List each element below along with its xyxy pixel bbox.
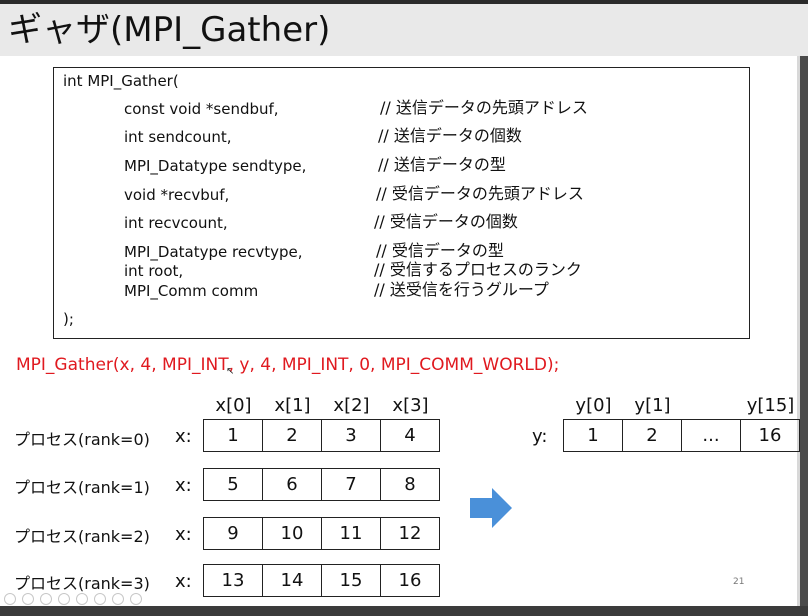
param-comment: // 受信データの型 <box>376 241 504 260</box>
param-comment: // 送信データの型 <box>378 155 506 174</box>
array-label: y: <box>532 426 548 447</box>
param-comment: // 送信データの個数 <box>378 126 522 145</box>
slideshow-control[interactable] <box>76 593 88 605</box>
index-label: x[2] <box>333 395 370 416</box>
send-index-header: x[0] x[1] x[2] x[3] <box>204 395 440 416</box>
slide-title: ギャザ(MPI_Gather) <box>8 10 331 50</box>
param-comment: // 送信データの先頭アドレス <box>380 98 588 117</box>
param-decl: MPI_Datatype sendtype, <box>124 157 307 175</box>
slideshow-control[interactable] <box>112 593 124 605</box>
code-opening: int MPI_Gather( <box>63 72 179 90</box>
slideshow-control[interactable] <box>4 593 16 605</box>
param-comment: // 受信するプロセスのランク <box>374 260 582 279</box>
array-cell: 16 <box>381 565 440 597</box>
process-label: プロセス(rank=1) <box>14 478 150 497</box>
array-cell: 14 <box>263 565 322 597</box>
param-decl: MPI_Comm comm <box>124 282 259 300</box>
slideshow-control[interactable] <box>40 593 52 605</box>
array-label: x: <box>175 475 192 496</box>
param-decl: int recvcount, <box>124 214 228 232</box>
code-closing: ); <box>63 310 74 328</box>
array-label: x: <box>175 571 192 592</box>
array-cell: 15 <box>322 565 381 597</box>
array-cell: 10 <box>263 518 322 550</box>
send-array: 9 10 11 12 <box>203 517 440 550</box>
array-cell: 6 <box>263 469 322 501</box>
index-label: y[0] <box>575 395 612 416</box>
call-example: MPI_Gather(x, 4, MPI_INT, y, 4, MPI_INT,… <box>16 355 560 375</box>
array-cell: ... <box>682 420 741 452</box>
window-bottom-border <box>0 606 808 616</box>
slideshow-control[interactable] <box>130 593 142 605</box>
index-label: x[1] <box>274 395 311 416</box>
array-cell: 1 <box>564 420 623 452</box>
array-cell: 2 <box>263 420 322 452</box>
array-cell: 13 <box>204 565 263 597</box>
array-cell: 7 <box>322 469 381 501</box>
index-label: y[1] <box>634 395 671 416</box>
index-label: x[3] <box>392 395 429 416</box>
param-decl: int sendcount, <box>124 128 232 146</box>
slideshow-control[interactable] <box>94 593 106 605</box>
process-label: プロセス(rank=3) <box>14 574 150 593</box>
param-decl: int root, <box>124 262 184 280</box>
array-cell: 11 <box>322 518 381 550</box>
index-label <box>682 395 741 416</box>
scrollbar-track[interactable] <box>797 56 800 606</box>
array-label: x: <box>175 524 192 545</box>
process-label: プロセス(rank=0) <box>14 430 150 449</box>
array-cell: 1 <box>204 420 263 452</box>
param-decl: void *recvbuf, <box>124 186 230 204</box>
send-array: 5 6 7 8 <box>203 468 440 501</box>
param-comment: // 受信データの個数 <box>374 212 518 231</box>
send-array: 1 2 3 4 <box>203 419 440 452</box>
array-cell: 8 <box>381 469 440 501</box>
array-cell: 9 <box>204 518 263 550</box>
title-bar <box>0 4 808 56</box>
window-top-border <box>0 0 808 4</box>
array-cell: 4 <box>381 420 440 452</box>
array-cell: 12 <box>381 518 440 550</box>
arrow-right-icon <box>470 488 512 528</box>
code-box <box>53 67 750 339</box>
array-label: x: <box>175 426 192 447</box>
array-cell: 3 <box>322 420 381 452</box>
cursor-icon: ↖ <box>226 366 235 377</box>
param-decl: MPI_Datatype recvtype, <box>124 243 303 261</box>
slideshow-control[interactable] <box>22 593 34 605</box>
array-cell: 2 <box>623 420 682 452</box>
param-comment: // 送受信を行うグループ <box>374 280 549 299</box>
index-label: x[0] <box>215 395 252 416</box>
send-array: 13 14 15 16 <box>203 564 440 597</box>
array-cell: 16 <box>741 420 800 452</box>
array-cell: 5 <box>204 469 263 501</box>
param-comment: // 受信データの先頭アドレス <box>376 184 584 203</box>
process-label: プロセス(rank=2) <box>14 527 150 546</box>
receive-index-header: y[0] y[1] y[15] <box>564 395 800 416</box>
param-decl: const void *sendbuf, <box>124 100 279 118</box>
index-label: y[15] <box>746 395 795 416</box>
window-right-border <box>800 56 808 606</box>
slideshow-control[interactable] <box>58 593 70 605</box>
receive-array: 1 2 ... 16 <box>563 419 800 452</box>
page-number: 21 <box>733 577 745 587</box>
